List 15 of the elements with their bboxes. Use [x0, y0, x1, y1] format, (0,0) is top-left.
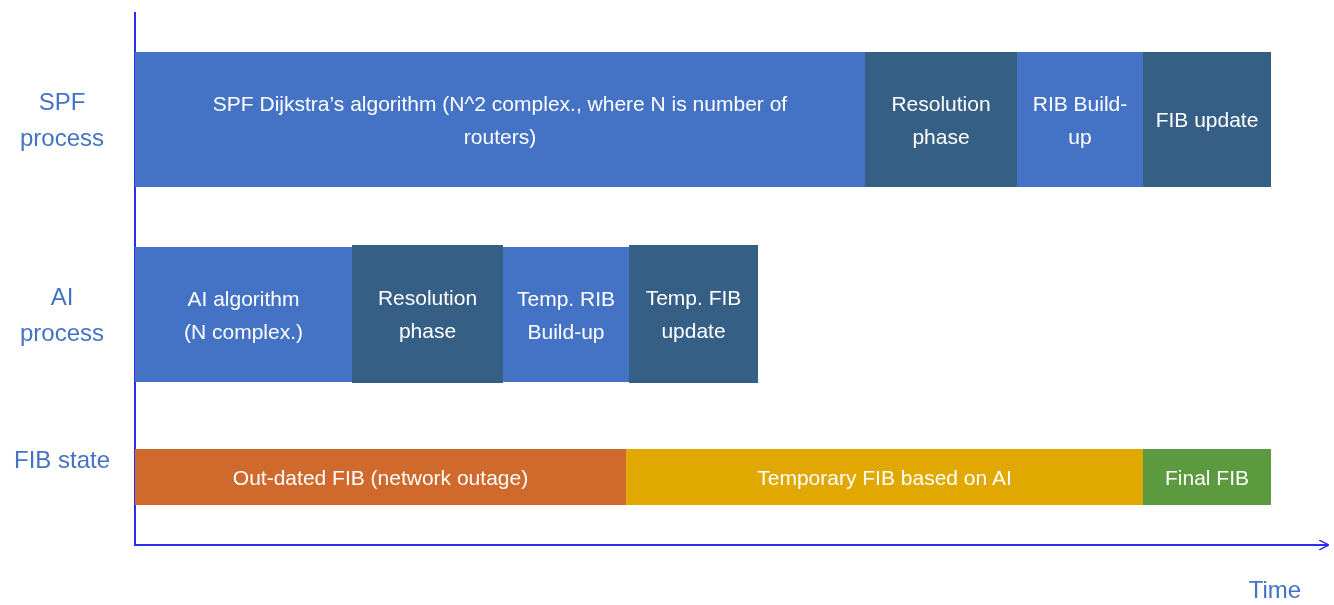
row-label: AI process	[18, 282, 105, 348]
process-bar: Temp. FIB update	[629, 245, 758, 383]
process-bar: AI algorithm (N complex.)	[135, 247, 352, 382]
process-bar: SPF Dijkstra’s algorithm (N^2 complex., where N is number of routers)	[135, 52, 865, 187]
process-bar: Resolution phase	[865, 52, 1017, 187]
process-bar: RIB Build-up	[1017, 52, 1143, 187]
process-bar: FIB update	[1143, 52, 1271, 187]
axis-label: Time	[1247, 575, 1303, 605]
state-bar: Final FIB	[1143, 449, 1271, 505]
row-label: FIB state	[12, 445, 111, 475]
state-bar: Temporary FIB based on AI	[626, 449, 1143, 505]
process-bar: Resolution phase	[352, 245, 503, 383]
row-label: SPF process	[18, 87, 105, 153]
process-bar: Temp. RIB Build-up	[503, 247, 629, 382]
state-bar: Out-dated FIB (network outage)	[135, 449, 626, 505]
